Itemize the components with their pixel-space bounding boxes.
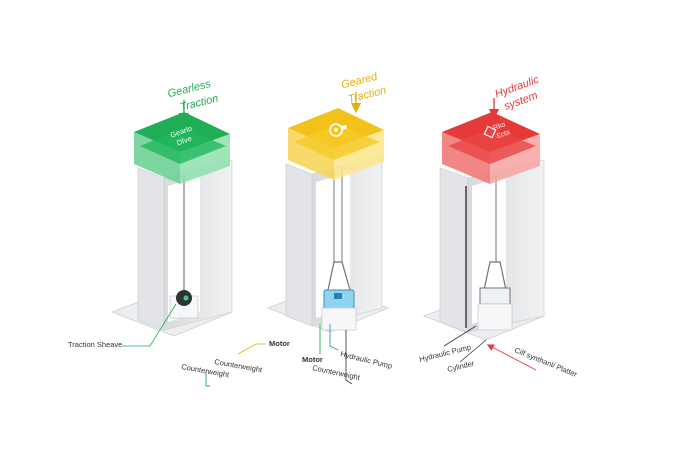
tower-hydraulic: Hydraulic system Rkɑ Ɛcta Hydraulic Pump… bbox=[418, 74, 579, 379]
car-hanger bbox=[483, 261, 507, 291]
car-indicator bbox=[334, 293, 342, 299]
topbox-lid bbox=[140, 128, 226, 164]
label-cylinder-hydraulic-platter: Cilf synthanl/ Platter bbox=[513, 346, 579, 380]
leader-hydraulic-pump-2 bbox=[443, 325, 477, 347]
topbox-text-hydraulic-2: Ɛcta bbox=[496, 129, 511, 140]
leader-cylinder bbox=[459, 339, 487, 363]
leader-cylinder-platter bbox=[486, 344, 537, 371]
topbox-lid bbox=[448, 128, 536, 164]
shaft-left-wall bbox=[439, 167, 469, 333]
sheave-indicator bbox=[183, 295, 189, 301]
tower-gearless: Gearless Traction Gearlɒ Dĭve Traction S… bbox=[68, 78, 234, 387]
tower-geared: Geared Traction Motor Counterweight Moto… bbox=[214, 71, 394, 385]
pump-icon bbox=[483, 125, 497, 139]
leader-traction-sheave bbox=[122, 303, 177, 347]
leader-counterweight-1 bbox=[205, 372, 210, 387]
label-motor-2: Motor bbox=[302, 355, 323, 364]
label-motor-1: Motor bbox=[269, 339, 290, 348]
elevator-car bbox=[479, 287, 511, 305]
shaft-left-wall bbox=[285, 163, 313, 327]
gear-motor-icon bbox=[329, 123, 348, 137]
leader-motor-1 bbox=[237, 343, 266, 355]
topbox-text-hydraulic-1: Rkɑ bbox=[492, 121, 506, 132]
car-hanger bbox=[327, 261, 351, 291]
shaft-left-wall bbox=[137, 167, 165, 331]
label-traction-sheave: Traction Sheave bbox=[68, 340, 122, 349]
label-cylinder: Cylinder bbox=[446, 358, 475, 374]
label-counterweight-3: Counterweight bbox=[312, 363, 362, 382]
leader-counterweight-3 bbox=[345, 330, 353, 385]
shaft-inner bbox=[472, 176, 506, 324]
topbox-lid bbox=[294, 124, 380, 160]
leader-hydraulic-pump-1 bbox=[329, 324, 339, 351]
label-hydraulic-pump-1: Hydraulic Pump bbox=[340, 349, 394, 371]
car-base bbox=[321, 307, 357, 331]
car-base bbox=[477, 303, 513, 331]
